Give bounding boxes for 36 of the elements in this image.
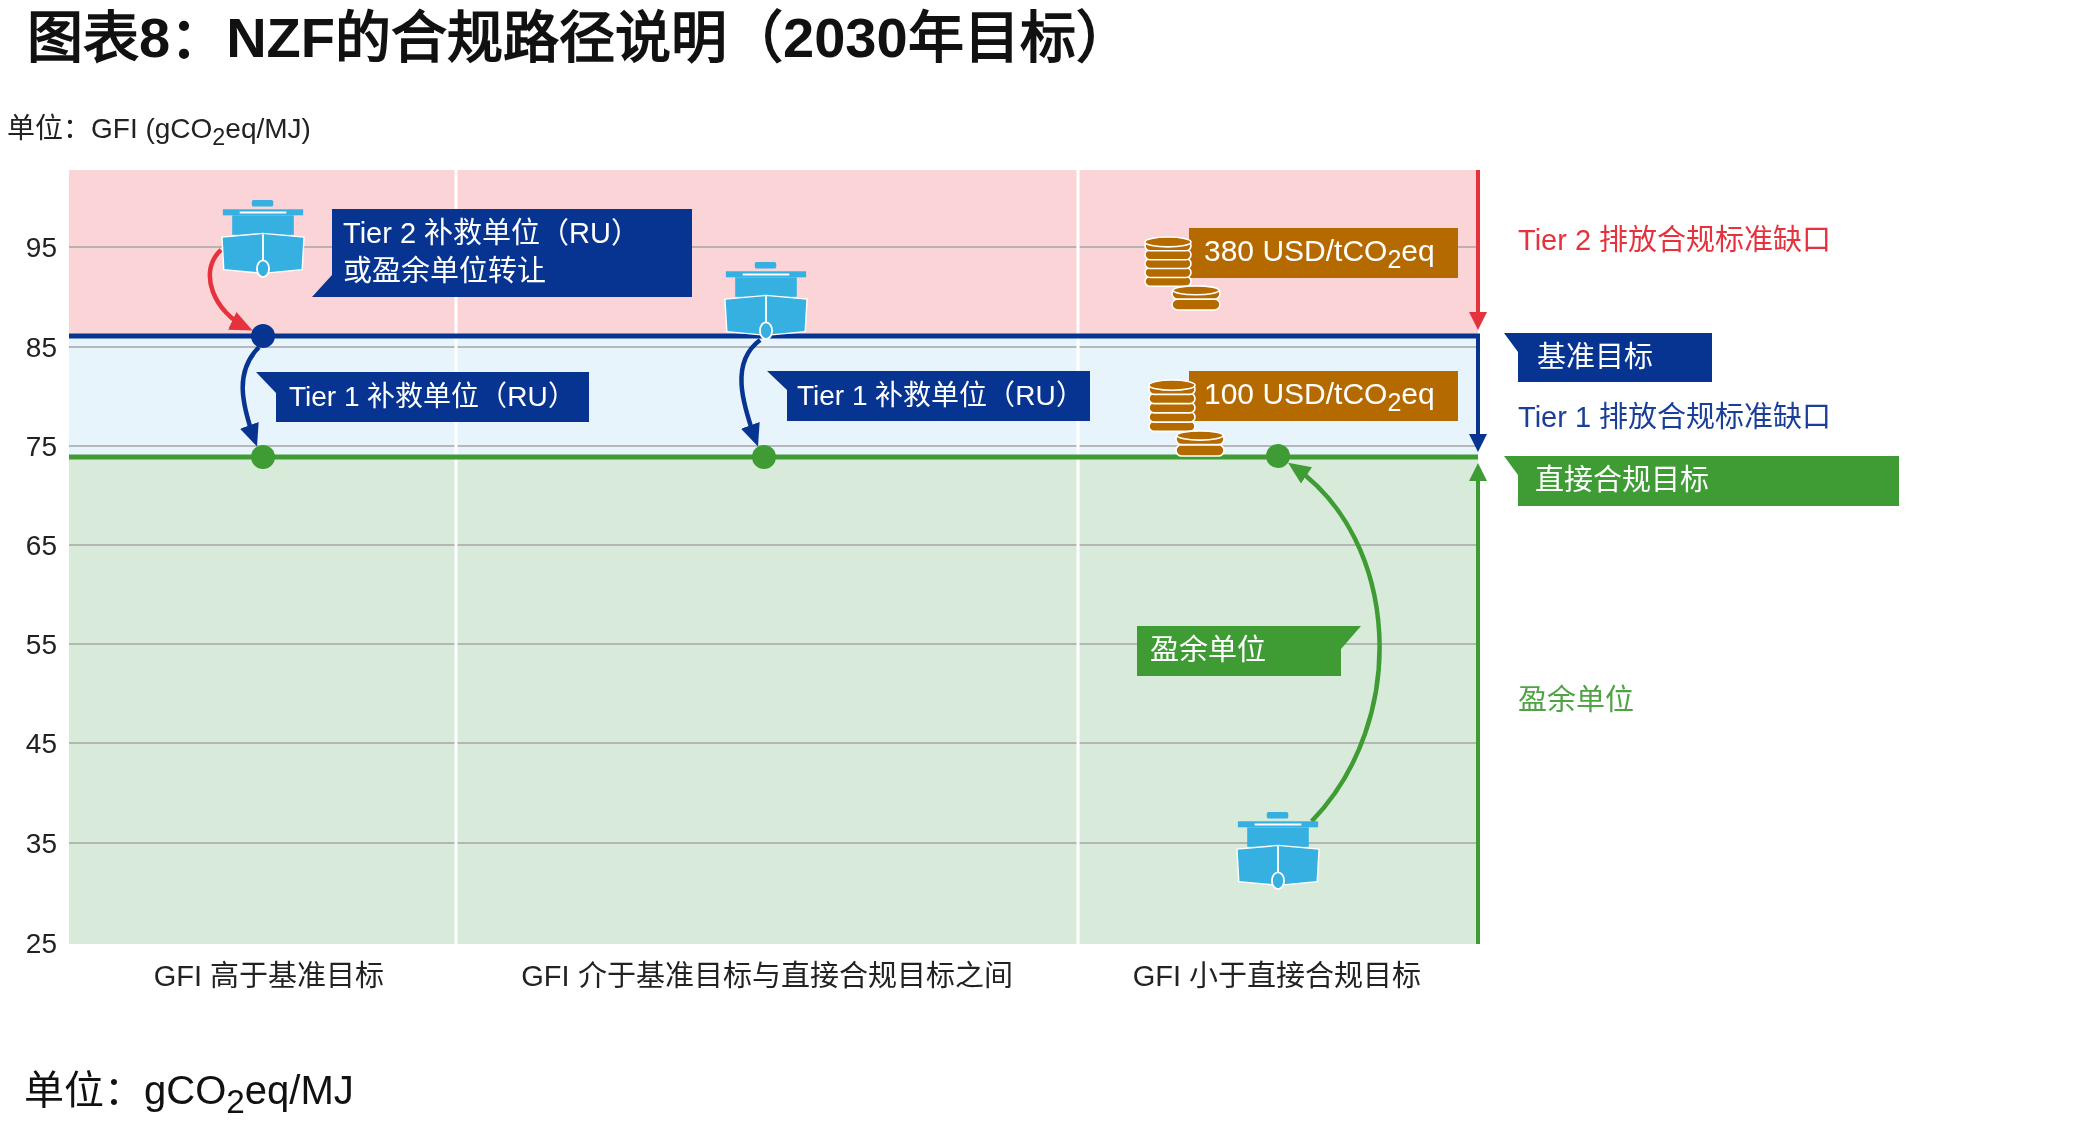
title: 图表8：NZF的合规路径说明（2030年目标） <box>27 5 1132 71</box>
tick-label: 65 <box>25 528 57 563</box>
curved-arrow <box>739 338 762 447</box>
dot-icon <box>251 445 275 469</box>
unit-label: 单位：GFI (gCO$_{2}$eq/MJ) <box>7 111 311 152</box>
band-label: Tier 2 排放合规标准缺口 <box>1518 222 1832 258</box>
dot-icon <box>752 445 776 469</box>
tick-label: 85 <box>25 330 57 365</box>
curved-arrow <box>207 248 253 331</box>
tick-label: 95 <box>25 230 57 265</box>
ship-icon <box>221 200 305 278</box>
category-label: GFI 小于直接合规目标 <box>1132 958 1422 994</box>
curved-arrow <box>240 345 261 447</box>
target-flag: 基准目标 <box>1504 333 1712 382</box>
tick-label: 55 <box>25 627 57 662</box>
band-label: 盈余单位 <box>1518 682 1634 718</box>
tick-label: 25 <box>25 926 57 961</box>
callout-box: 盈余单位 <box>1137 626 1361 676</box>
dot-icon <box>251 324 275 348</box>
tick-label: 35 <box>25 826 57 861</box>
tick-label: 75 <box>25 429 57 464</box>
category-label: GFI 高于基准目标 <box>153 958 385 994</box>
dot-icon <box>1266 444 1290 468</box>
category-label: GFI 介于基准目标与直接合规目标之间 <box>521 958 1013 994</box>
callout-box: Tier 1 补救单位（RU） <box>256 372 589 422</box>
caption: 单位：gCO$_{2}$eq/MJ <box>24 1067 354 1122</box>
ship-icon <box>1236 812 1320 890</box>
band-label: Tier 1 排放合规标准缺口 <box>1518 399 1832 435</box>
tick-label: 45 <box>25 726 57 761</box>
price-tag: 100 USD/tCO$_{2}$eq <box>1189 371 1458 421</box>
ship-icon <box>724 262 808 340</box>
curved-arrow <box>1288 462 1382 823</box>
target-flag: 直接合规目标 <box>1504 456 1899 506</box>
price-tag: 380 USD/tCO$_{2}$eq <box>1189 228 1458 278</box>
callout-box: Tier 2 补救单位（RU）或盈余单位转让 <box>312 209 692 297</box>
callout-box: Tier 1 补救单位（RU） <box>767 371 1090 421</box>
